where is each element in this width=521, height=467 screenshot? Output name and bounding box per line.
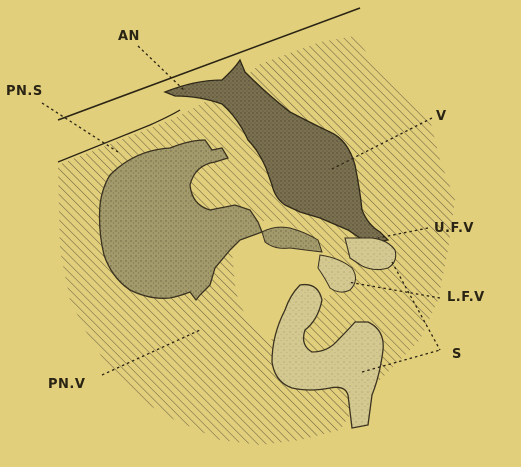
label-ufv: U.F.V [434, 221, 474, 236]
label-s: S [452, 347, 462, 362]
label-pns: PN.S [6, 84, 43, 99]
leader-pns [42, 103, 118, 152]
leader-an [138, 46, 186, 92]
label-v: V [436, 109, 447, 124]
label-lfv: L.F.V [447, 290, 485, 305]
label-pnv: PN.V [48, 377, 85, 392]
label-an: AN [118, 29, 140, 44]
